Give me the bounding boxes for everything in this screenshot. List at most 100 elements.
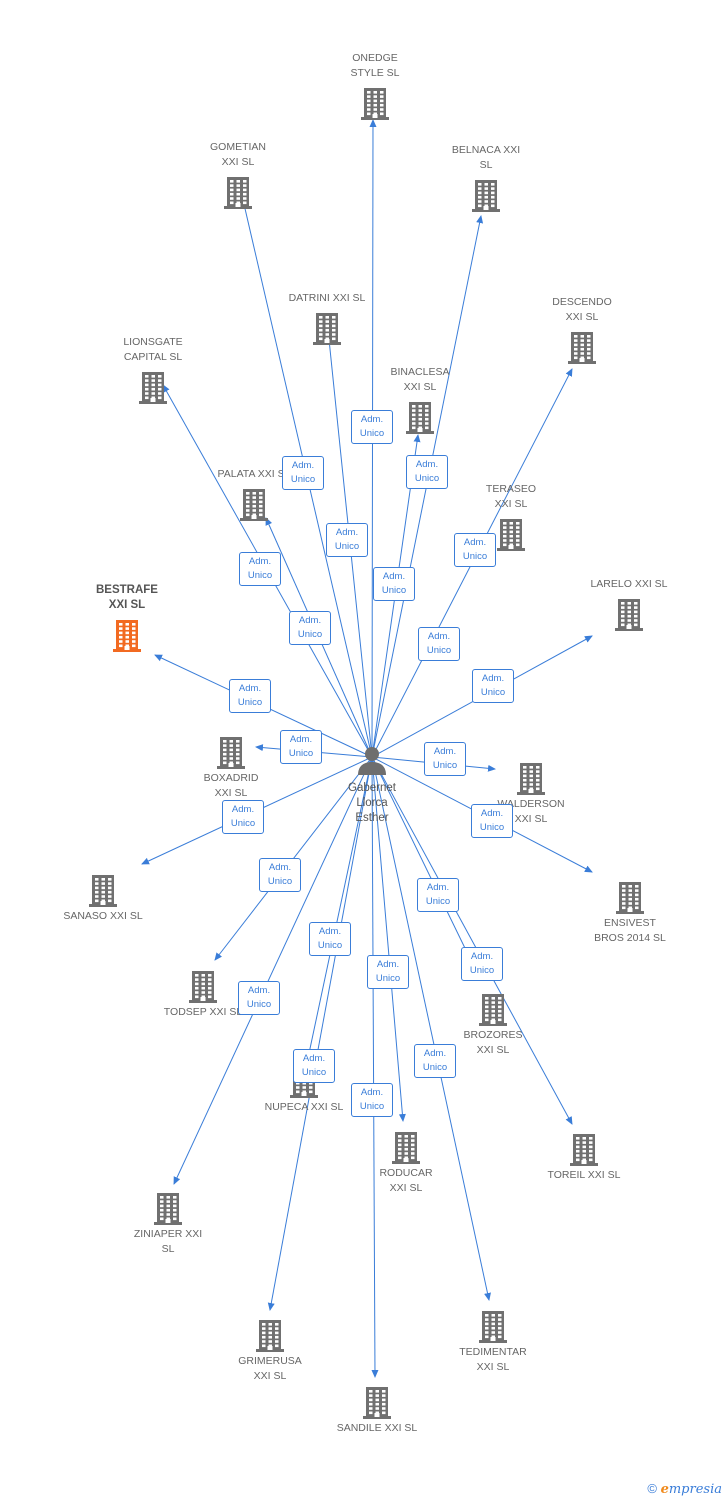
company-node-tedimentar[interactable]: TEDIMENTAR XXI SL: [438, 1309, 548, 1375]
building-icon: [189, 971, 217, 1003]
company-name: DESCENDO XXI SL: [552, 296, 612, 323]
building-icon: [568, 332, 596, 364]
edge-nupeca: [306, 756, 373, 1059]
role-badge-teraseo[interactable]: Adm. Unico: [418, 627, 460, 661]
building-icon: [406, 402, 434, 434]
company-name: BROZORES XXI SL: [463, 1029, 523, 1056]
building-icon: [256, 1320, 284, 1352]
company-name: ZINIAPER XXI SL: [133, 1228, 203, 1255]
building-icon: [517, 763, 545, 795]
company-name: ONEDGE STYLE SL: [350, 52, 400, 79]
company-node-brozores[interactable]: BROZORES XXI SL: [438, 992, 548, 1058]
role-badge-tedimentar[interactable]: Adm. Unico: [414, 1044, 456, 1078]
role-badge-walderson[interactable]: Adm. Unico: [424, 742, 466, 776]
role-badge-ziniaper[interactable]: Adm. Unico: [238, 981, 280, 1015]
role-badge-lionsgate[interactable]: Adm. Unico: [239, 552, 281, 586]
company-node-sanaso[interactable]: SANASO XXI SL: [48, 873, 158, 924]
role-badge-ensivest[interactable]: Adm. Unico: [471, 804, 513, 838]
role-badge-roducar[interactable]: Adm. Unico: [367, 955, 409, 989]
role-badge-boxadrid[interactable]: Adm. Unico: [280, 730, 322, 764]
role-badge-todsep[interactable]: Adm. Unico: [259, 858, 301, 892]
company-name: RODUCAR XXI SL: [379, 1167, 433, 1194]
building-icon: [217, 737, 245, 769]
company-node-boxadrid[interactable]: BOXADRID XXI SL: [176, 735, 286, 801]
edge-sandile: [371, 756, 379, 1378]
role-badge-binaclesa[interactable]: Adm. Unico: [373, 567, 415, 601]
role-badge-belnaca[interactable]: Adm. Unico: [406, 455, 448, 489]
edge-toreil: [371, 756, 573, 1125]
center-person-name: Gabernet Llorca Esther: [348, 782, 396, 824]
copyright-symbol: ©: [647, 1481, 657, 1496]
company-name: TODSEP XXI SL: [163, 1006, 243, 1018]
building-icon: [392, 1132, 420, 1164]
role-badge-gometian[interactable]: Adm. Unico: [282, 456, 324, 490]
role-badge-datrini[interactable]: Adm. Unico: [326, 523, 368, 557]
edge-ziniaper: [173, 756, 373, 1185]
company-node-todsep[interactable]: TODSEP XXI SL: [148, 969, 258, 1020]
company-node-onedge[interactable]: ONEDGE STYLE SL: [320, 51, 430, 120]
role-badge-palata[interactable]: Adm. Unico: [289, 611, 331, 645]
brand-logo: empresia: [660, 1482, 722, 1497]
company-node-descendo[interactable]: DESCENDO XXI SL: [527, 295, 637, 364]
company-node-sandile[interactable]: SANDILE XXI SL: [322, 1385, 432, 1436]
company-name: GRIMERUSA XXI SL: [238, 1355, 302, 1382]
company-name: TOREIL XXI SL: [547, 1169, 621, 1181]
company-node-bestrafe[interactable]: BESTRAFE XXI SL: [72, 583, 182, 652]
company-name: NUPECA XXI SL: [264, 1101, 344, 1113]
building-icon: [313, 313, 341, 345]
role-badge-nupeca[interactable]: Adm. Unico: [309, 922, 351, 956]
company-node-walderson[interactable]: WALDERSON XXI SL: [476, 761, 586, 827]
building-icon: [224, 177, 252, 209]
company-node-gometian[interactable]: GOMETIAN XXI SL: [183, 140, 293, 209]
company-node-ziniaper[interactable]: ZINIAPER XXI SL: [113, 1191, 223, 1257]
person-icon: [358, 747, 386, 775]
role-badge-sanaso[interactable]: Adm. Unico: [222, 800, 264, 834]
company-node-datrini[interactable]: DATRINI XXI SL: [272, 291, 382, 345]
role-badge-larelo[interactable]: Adm. Unico: [472, 669, 514, 703]
building-icon: [570, 1134, 598, 1166]
company-node-toreil[interactable]: TOREIL XXI SL: [529, 1132, 639, 1183]
company-node-palata[interactable]: PALATA XXI SL: [199, 467, 309, 521]
company-name: BELNACA XXI SL: [451, 144, 521, 171]
company-node-belnaca[interactable]: BELNACA XXI SL: [431, 143, 541, 212]
role-badge-descendo[interactable]: Adm. Unico: [454, 533, 496, 567]
role-badge-brozores[interactable]: Adm. Unico: [417, 878, 459, 912]
company-node-roducar[interactable]: RODUCAR XXI SL: [351, 1130, 461, 1196]
role-badge-toreil[interactable]: Adm. Unico: [461, 947, 503, 981]
building-icon: [361, 88, 389, 120]
building-icon: [240, 489, 268, 521]
building-icon: [479, 994, 507, 1026]
company-name: TERASEO XXI SL: [485, 483, 537, 510]
building-icon: [616, 882, 644, 914]
building-icon: [615, 599, 643, 631]
building-icon: [89, 875, 117, 907]
company-name: TEDIMENTAR XXI SL: [459, 1346, 527, 1373]
company-name: BESTRAFE XXI SL: [96, 584, 158, 611]
edge-grimerusa: [267, 756, 373, 1311]
company-node-grimerusa[interactable]: GRIMERUSA XXI SL: [215, 1318, 325, 1384]
role-badge-bestrafe[interactable]: Adm. Unico: [229, 679, 271, 713]
company-name: WALDERSON XXI SL: [497, 798, 565, 825]
center-person[interactable]: Gabernet Llorca Esther: [327, 744, 417, 826]
company-node-binaclesa[interactable]: BINACLESA XXI SL: [365, 365, 475, 434]
edge-tedimentar: [371, 756, 491, 1301]
company-name: SANDILE XXI SL: [336, 1422, 418, 1434]
company-name: SANASO XXI SL: [63, 910, 143, 922]
company-node-larelo[interactable]: LARELO XXI SL: [574, 577, 684, 631]
role-badge-onedge[interactable]: Adm. Unico: [351, 410, 393, 444]
footer-brand[interactable]: © empresia: [647, 1481, 722, 1497]
company-name: LIONSGATE CAPITAL SL: [123, 336, 183, 363]
building-icon: [113, 620, 141, 652]
building-icon: [479, 1311, 507, 1343]
company-name: ENSIVEST BROS 2014 SL: [594, 917, 666, 944]
edge-brozores: [371, 756, 481, 980]
company-node-ensivest[interactable]: ENSIVEST BROS 2014 SL: [575, 880, 685, 946]
company-name: GOMETIAN XXI SL: [209, 141, 266, 168]
company-node-teraseo[interactable]: TERASEO XXI SL: [456, 482, 566, 551]
edge-roducar: [371, 756, 406, 1122]
building-icon: [497, 519, 525, 551]
company-node-lionsgate[interactable]: LIONSGATE CAPITAL SL: [98, 335, 208, 404]
role-badge-sandile[interactable]: Adm. Unico: [351, 1083, 393, 1117]
building-icon: [154, 1193, 182, 1225]
role-badge-grimerusa[interactable]: Adm. Unico: [293, 1049, 335, 1083]
